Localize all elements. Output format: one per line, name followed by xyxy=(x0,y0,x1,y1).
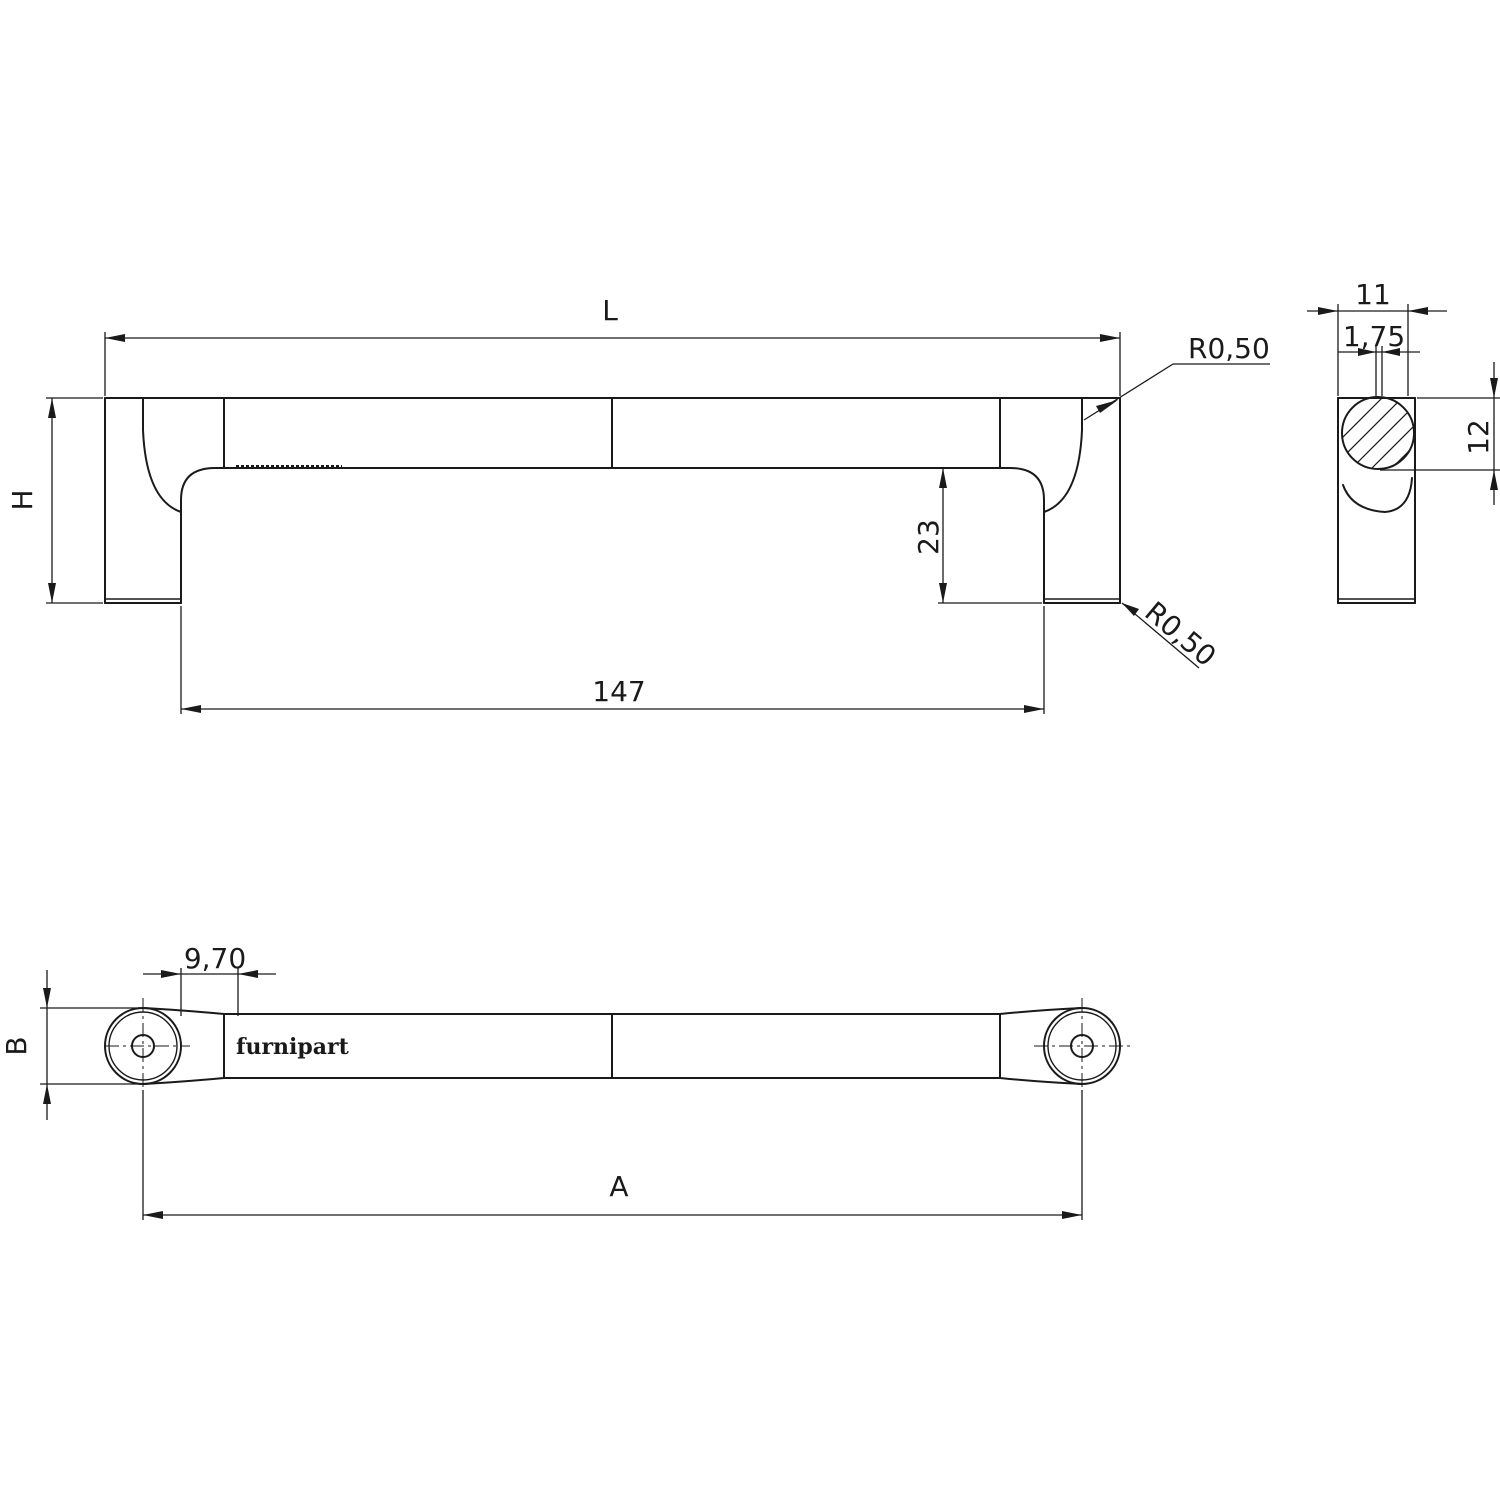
label-radius-bottom: R0,50 xyxy=(1139,595,1223,673)
dimension-12: 12 xyxy=(1380,362,1500,505)
dimension-B: B xyxy=(0,970,141,1120)
label-offset: 1,75 xyxy=(1343,320,1405,353)
dimension-9-70: 9,70 xyxy=(143,942,276,1016)
dimension-A: A xyxy=(142,1090,1083,1220)
dimension-L: L xyxy=(104,294,1121,396)
label-radius-top: R0,50 xyxy=(1188,332,1270,365)
side-view: 11 1,75 12 xyxy=(1307,278,1500,604)
dimension-147: 147 xyxy=(180,606,1045,714)
dimension-11: 11 xyxy=(1307,278,1447,396)
label-overall-height: H xyxy=(6,489,39,510)
radius-callout-top: R0,50 xyxy=(1083,332,1270,421)
dimension-H: H xyxy=(6,397,103,604)
label-span: 147 xyxy=(592,675,645,708)
label-depth: 11 xyxy=(1355,278,1391,311)
label-foot-width: B xyxy=(0,1036,33,1055)
top-view: furnipart 9,70 B A xyxy=(0,942,1132,1220)
label-clearance: 23 xyxy=(912,519,945,555)
label-hole-spacing: A xyxy=(609,1170,628,1203)
radius-callout-bottom: R0,50 xyxy=(1121,595,1223,673)
handle-front-outline xyxy=(104,397,1121,604)
label-overall-length: L xyxy=(602,294,618,327)
handle-top-outline xyxy=(104,998,1132,1094)
label-boss-width: 9,70 xyxy=(184,942,246,975)
handle-side-outline xyxy=(1337,397,1416,604)
dimension-1-75: 1,75 xyxy=(1338,320,1420,396)
front-view: L H 147 23 xyxy=(6,294,1270,714)
brand-logo-text: furnipart xyxy=(236,1034,350,1060)
label-thickness: 12 xyxy=(1462,419,1495,455)
dimension-23: 23 xyxy=(912,467,1042,604)
